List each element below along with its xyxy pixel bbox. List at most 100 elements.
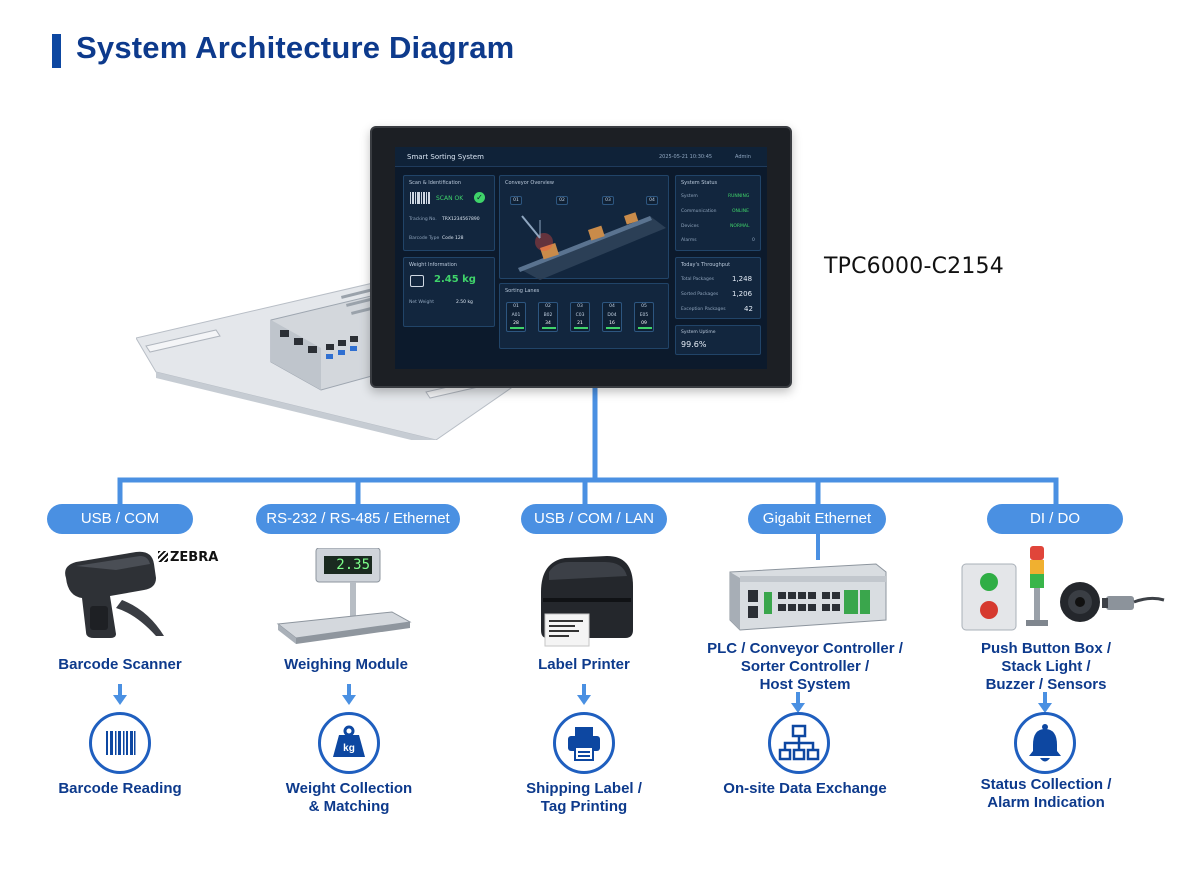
interface-pill-usb-com: USB / COM (47, 504, 193, 534)
throughput-row-value: 1,248 (732, 275, 753, 283)
throughput-card: Today's Throughput Total Packages 1,248 … (675, 257, 761, 319)
lane-item: 01 A01 28 (506, 302, 526, 332)
throughput-title: Today's Throughput (681, 262, 731, 268)
status-row-value: ONLINE (732, 209, 749, 214)
lane-code: C03 (575, 313, 585, 318)
bell-icon (1014, 712, 1076, 774)
barcode-mini-icon (410, 192, 430, 204)
lane-id: 03 (577, 304, 583, 309)
svg-text:kg: kg (343, 743, 355, 754)
hmi-app-title: Smart Sorting System (407, 153, 484, 161)
scale-display-readout: 2.35 (336, 557, 370, 573)
hmi-datetime: 2025-05-21 10:30:45 (659, 154, 713, 160)
down-arrow-icon (1038, 692, 1052, 713)
uptime-title: System Uptime (681, 330, 716, 335)
function-label-label-printing: Shipping Label / Tag Printing (526, 780, 642, 815)
station-marker: 04 (646, 196, 658, 205)
function-label-weight-collection: Weight Collection & Matching (285, 780, 413, 815)
interface-pill-serial-ethernet: RS-232 / RS-485 / Ethernet (256, 504, 460, 534)
station-marker: 02 (556, 196, 568, 205)
lane-count: 34 (545, 321, 551, 326)
device-label-weighing-module: Weighing Module (284, 656, 408, 673)
lane-count: 16 (609, 321, 615, 326)
uptime-card: System Uptime 99.6% (675, 325, 761, 355)
conveyor-card-title: Conveyor Overview (505, 180, 554, 186)
plc-controller-image (729, 563, 887, 631)
tracking-label: Tracking No. (409, 217, 437, 222)
lane-status-bar (574, 327, 588, 329)
lane-code: D04 (607, 313, 617, 318)
station-label: 02 (559, 198, 565, 203)
lane-count: 21 (577, 321, 583, 326)
interface-pill-usb-com-lan: USB / COM / LAN (521, 504, 667, 534)
network-icon (768, 712, 830, 774)
check-icon: ✓ (474, 192, 485, 203)
hmi-screen: Smart Sorting System 2025-05-21 10:30:45… (395, 147, 767, 369)
status-row-label: Devices (681, 224, 699, 229)
interface-pill-di-do: DI / DO (987, 504, 1123, 534)
lane-id: 05 (641, 304, 647, 309)
interface-pill-gigabit-ethernet: Gigabit Ethernet (748, 504, 886, 534)
system-status-card: System Status System RUNNING Communicati… (675, 175, 761, 251)
tracking-value: TRX1234567890 (442, 217, 480, 222)
weight-icon: kg (318, 712, 380, 774)
hmi-user: Admin (735, 154, 751, 160)
device-label-plc: PLC / Conveyor Controller / Sorter Contr… (700, 640, 910, 694)
function-label-data-exchange: On-site Data Exchange (723, 780, 887, 797)
device-label-label-printer: Label Printer (538, 656, 630, 673)
barcode-type-label: Barcode Type (409, 236, 440, 241)
station-label: 03 (605, 198, 611, 203)
lane-count: 09 (641, 321, 647, 326)
status-row-value: RUNNING (728, 194, 750, 199)
lane-status-bar (638, 327, 652, 329)
net-weight-value: 2.50 kg (456, 300, 473, 305)
barcode-scanner-image (65, 551, 164, 638)
lane-item: 05 E05 09 (634, 302, 654, 332)
status-row-label: Communication (681, 209, 717, 214)
lane-item: 03 C03 21 (570, 302, 590, 332)
lane-status-bar (606, 327, 620, 329)
station-label: 04 (649, 198, 655, 203)
zebra-stripes-icon (158, 551, 168, 562)
station-marker: 03 (602, 196, 614, 205)
lane-id: 02 (545, 304, 551, 309)
page-title: System Architecture Diagram (76, 30, 515, 65)
status-row-label: Alarms (681, 238, 697, 243)
label-printer-image (541, 556, 633, 647)
function-label-status-alarm: Status Collection / Alarm Indication (980, 776, 1112, 811)
lane-item: 04 D04 16 (602, 302, 622, 332)
lane-code: E05 (639, 313, 649, 318)
station-marker: 01 (510, 196, 522, 205)
throughput-row-value: 1,206 (732, 290, 753, 298)
zebra-logo: ZEBRA (158, 550, 218, 565)
weight-card-title: Weight Information (409, 262, 457, 268)
hmi-header: Smart Sorting System 2025-05-21 10:30:45… (395, 147, 767, 167)
scan-card: Scan & Identification SCAN OK ✓ Tracking… (403, 175, 495, 251)
station-label: 01 (513, 198, 519, 203)
device-label-io-text: Push Button Box / Stack Light / Buzzer /… (981, 640, 1111, 693)
status-row-value: NORMAL (730, 224, 750, 229)
lane-code: B02 (543, 313, 553, 318)
function-label-barcode-reading: Barcode Reading (58, 780, 182, 797)
io-devices-image (961, 546, 1165, 631)
conveyor-card: Conveyor Overview 01 02 03 04 (499, 175, 669, 280)
uptime-value: 99.6% (681, 340, 707, 349)
conveyor-illustration (518, 212, 666, 280)
lane-count: 28 (513, 321, 519, 326)
panel-pc-monitor: Smart Sorting System 2025-05-21 10:30:45… (370, 126, 792, 388)
status-row-value: 0 (752, 238, 755, 243)
device-label-io: Push Button Box / Stack Light / Buzzer /… (946, 640, 1146, 694)
down-arrow-icon (791, 692, 805, 713)
lane-status-bar (510, 327, 524, 329)
lane-id: 04 (609, 304, 615, 309)
scan-status: SCAN OK (436, 195, 464, 202)
throughput-row-label: Sorted Packages (681, 292, 719, 297)
down-arrow-icon (342, 684, 356, 705)
lane-item: 02 B02 34 (538, 302, 558, 332)
lane-code: A01 (511, 313, 521, 318)
lane-status-bar (542, 327, 556, 329)
lane-id: 01 (513, 304, 519, 309)
weight-value: 2.45 kg (434, 274, 476, 285)
weight-card: Weight Information 2.45 kg Net Weight 2.… (403, 257, 495, 327)
